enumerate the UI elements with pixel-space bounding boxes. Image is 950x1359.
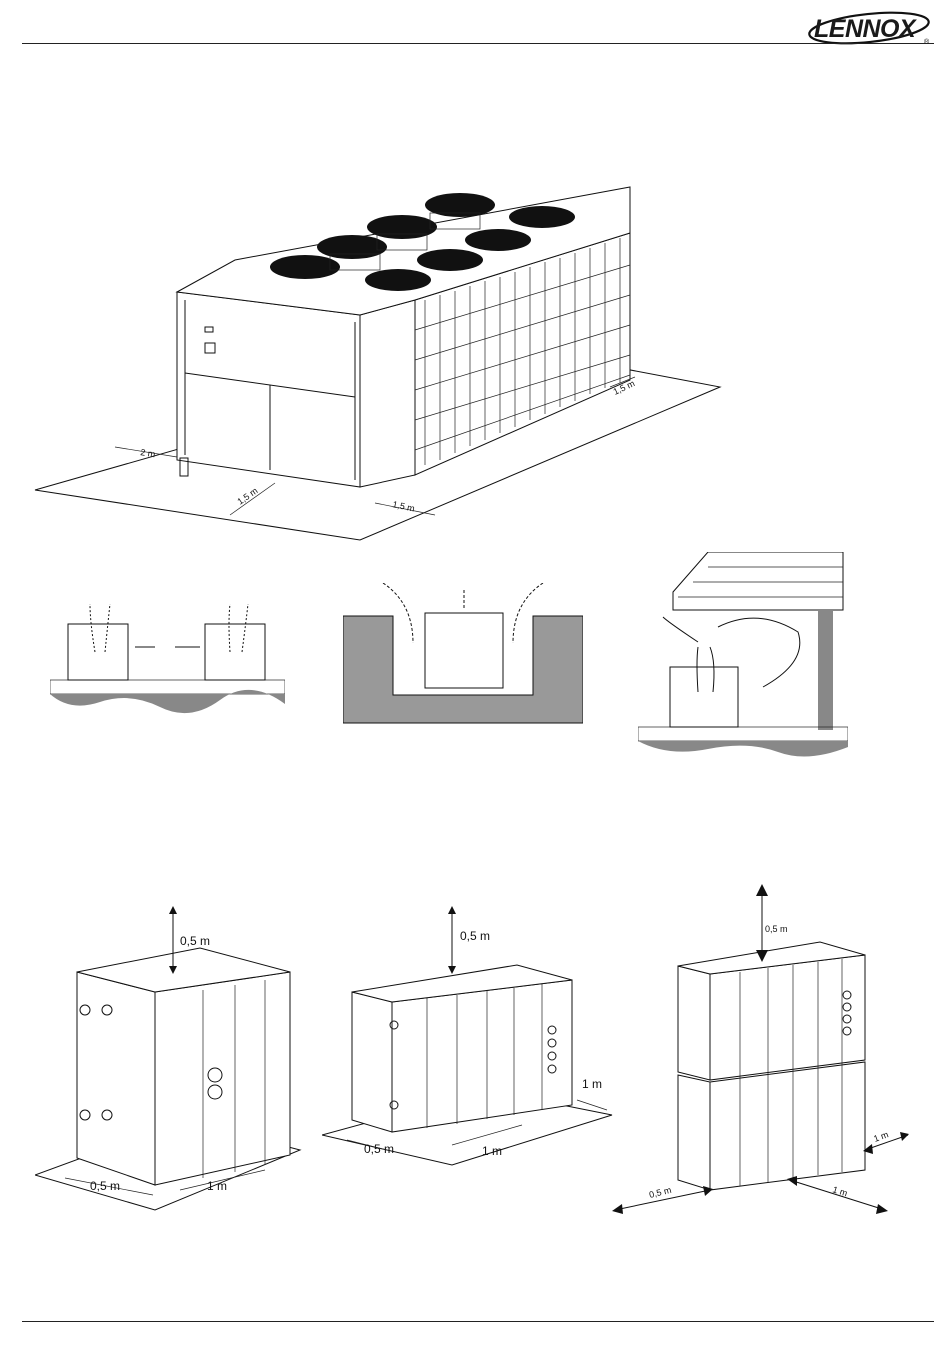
middle-dim-front: 0,5 m	[364, 1142, 394, 1156]
right-dim-top: 0,5 m	[765, 924, 788, 934]
lennox-logo: LENNOX ®	[806, 10, 934, 46]
header-rule	[22, 43, 934, 44]
dim-front: 2 m	[140, 447, 156, 459]
unit-clearance-left: 0,5 m 0,5 m 1 m	[35, 900, 305, 1220]
right-dim-side: 1 m	[831, 1184, 848, 1198]
chiller-clearance-figure: 2 m 1,5 m 1,5 m 1,5 m	[30, 165, 730, 550]
middle-dim-side: 1 m	[482, 1144, 502, 1158]
unit-clearance-middle: 0,5 m 0,5 m 1 m 1 m	[322, 900, 617, 1190]
dim-left-side: 1,5 m	[235, 486, 259, 507]
brand-wordmark: LENNOX	[814, 15, 917, 43]
left-dim-top: 0,5 m	[180, 934, 210, 948]
dim-right-front: 1,5 m	[392, 499, 416, 513]
left-dim-front: 0,5 m	[90, 1179, 120, 1193]
airflow-pit-diagram	[343, 583, 583, 728]
airflow-roof-diagram	[638, 552, 848, 762]
airflow-wind-diagram	[50, 592, 285, 720]
middle-dim-top: 0,5 m	[460, 929, 490, 943]
right-dim-front: 0,5 m	[648, 1185, 672, 1200]
right-dim-back: 1 m	[872, 1129, 890, 1144]
left-dim-side: 1 m	[207, 1179, 227, 1193]
unit-front-face	[177, 292, 360, 487]
unit-clearance-right: 0,5 m 0,5 m 1 m 1 m	[610, 880, 910, 1220]
footer-rule	[22, 1321, 934, 1322]
middle-dim-back: 1 m	[582, 1077, 602, 1091]
unit-front-corner	[360, 300, 415, 487]
registered-mark: ®	[924, 38, 930, 46]
